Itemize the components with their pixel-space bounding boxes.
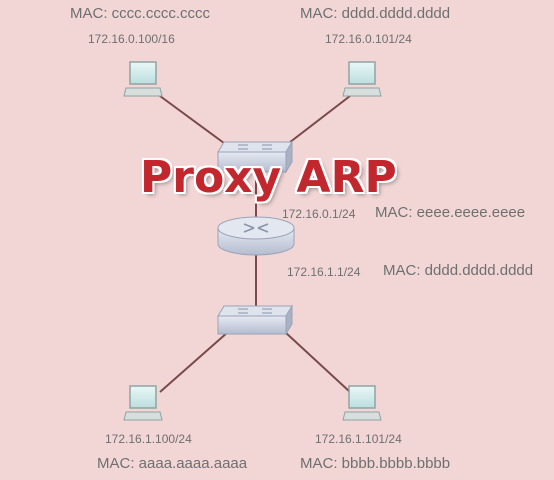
link-top-right-host-to-switch: [284, 95, 351, 147]
link-top-left-host-to-switch: [159, 95, 229, 147]
top-right-host-mac: MAC: dddd.dddd.dddd: [300, 5, 451, 22]
link-bottom-switch-to-bottom-left-host: [159, 331, 229, 393]
router-upper-ip: 172.16.0.1/24: [282, 207, 356, 221]
router-icon: [217, 216, 295, 256]
bottom-right-host-ip: 172.16.1.101/24: [315, 432, 402, 446]
diagram-title: Proxy ARP: [140, 152, 397, 203]
top-left-host-ip: 172.16.0.100/16: [88, 32, 175, 46]
top-left-computer-icon: [123, 61, 163, 97]
router-lower-mac: MAC: dddd.dddd.dddd: [383, 262, 534, 279]
bottom-right-host-mac: MAC: bbbb.bbbb.bbbb: [300, 455, 451, 472]
bottom-left-computer-icon: [123, 385, 163, 421]
bottom-switch-icon: [217, 304, 293, 336]
links: [159, 95, 351, 393]
bottom-left-host-ip: 172.16.1.100/24: [105, 432, 192, 446]
link-bottom-switch-to-bottom-right-host: [284, 331, 351, 393]
router-upper-mac: MAC: eeee.eeee.eeee: [375, 204, 526, 221]
top-right-host-ip: 172.16.0.101/24: [325, 32, 412, 46]
top-right-computer-icon: [342, 61, 382, 97]
top-switch-icon: [217, 140, 293, 174]
router-lower-ip: 172.16.1.1/24: [287, 265, 361, 279]
bottom-left-host-mac: MAC: aaaa.aaaa.aaaa: [97, 455, 248, 472]
top-left-host-mac: MAC: cccc.cccc.cccc: [70, 5, 211, 22]
bottom-right-computer-icon: [342, 385, 382, 421]
